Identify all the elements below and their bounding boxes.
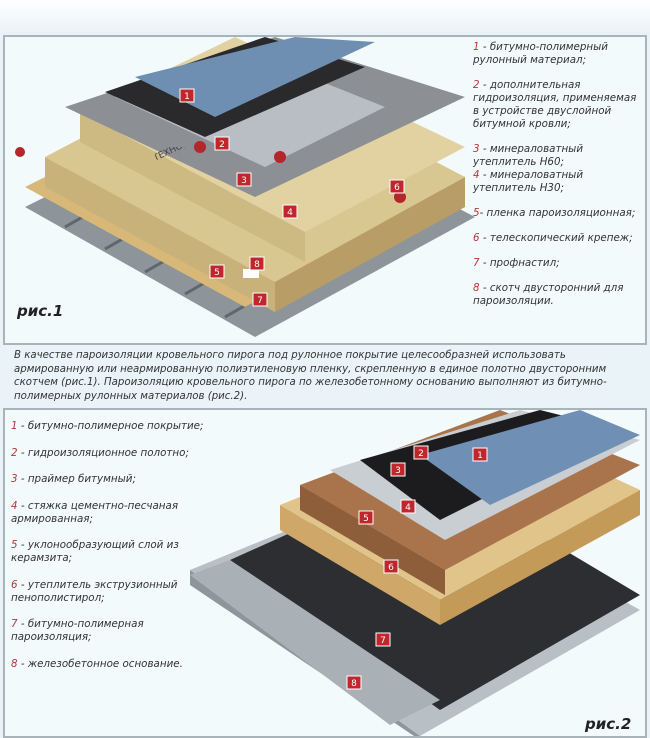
callout-badge-6: 6 (389, 179, 405, 194)
svg-text:5: 5 (214, 268, 220, 278)
page-header-strip (0, 0, 650, 34)
svg-text:2: 2 (418, 449, 424, 459)
svg-text:ТЕХНОНИКОЛЬ: ТЕХНОНИКОЛЬ (155, 147, 221, 164)
callout-badge-8: 8 (346, 675, 362, 690)
svg-text:5: 5 (363, 514, 369, 524)
legend-item: 1 - битумно-полимерный рулонный материал… (473, 41, 608, 66)
legend-item: 5- пленка пароизоляционная; (473, 207, 636, 219)
svg-text:6: 6 (388, 563, 394, 573)
legend-item: 3 - праймер битумный; (11, 473, 136, 485)
svg-text:1: 1 (477, 451, 483, 461)
callout-badge-7: 7 (375, 632, 391, 647)
legend-item: 4 - минераловатный утеплитель Н30; (473, 169, 584, 194)
callout-badge-2: 2 (214, 136, 230, 151)
svg-text:6: 6 (394, 183, 400, 193)
legend-item: 8 - железобетонное основание. (11, 657, 183, 670)
svg-text:2: 2 (219, 140, 225, 150)
legend-item: 8 - скотч двусторонний для пароизоляции. (473, 282, 624, 307)
svg-text:3: 3 (395, 466, 401, 476)
figure-1-caption: рис.1 (17, 302, 64, 320)
legend-item: 3 - минераловатный утеплитель Н60; (473, 143, 584, 168)
svg-text:8: 8 (254, 260, 260, 270)
legend-item: 6 - утеплитель экструзионный пенополисти… (11, 578, 178, 604)
svg-text:7: 7 (380, 636, 386, 646)
legend-item: 5 - уклонообразующий слой из керамзита; (11, 539, 179, 564)
callout-badge-4: 4 (282, 204, 298, 219)
svg-text:1: 1 (184, 92, 190, 102)
membrane-brand-label: ТЕХНОНИКОЛЬ (155, 147, 221, 164)
figure-1-legend: 1 - битумно-полимерный рулонный материал… (473, 41, 645, 320)
callout-badge-5: 5 (209, 264, 225, 279)
figure-1-roof-diagram: 1 2 3 4 5 6 7 8 (15, 37, 475, 337)
legend-item: 2 - гидроизоляционное полотно; (11, 446, 189, 459)
legend-item: 4 - стяжка цементно-песчаная армированна… (11, 499, 179, 525)
legend-item: 7 - битумно-полимерная пароизоляция; (11, 618, 144, 643)
figure-1-panel: 1 2 3 4 5 6 7 8 рис.1 1 - битумно-полиме… (3, 35, 647, 345)
callout-badge-5: 5 (358, 510, 374, 525)
callout-badge-4: 4 (400, 499, 416, 514)
svg-text:4: 4 (405, 503, 411, 513)
callout-badge-2: 2 (413, 445, 429, 460)
callout-badge-7: 7 (252, 292, 268, 307)
legend-item: 6 - телескопический крепеж; (473, 232, 633, 244)
svg-text:4: 4 (287, 208, 293, 218)
callout-badge-8: 8 (249, 256, 265, 271)
figure-2-caption: рис.2 (585, 715, 632, 733)
figure-2-roof-diagram: 1 2 3 4 5 6 7 8 (190, 410, 640, 736)
description-paragraph: В качестве пароизоляции кровельного пиро… (14, 350, 607, 402)
legend-item: 7 - профнастил; (473, 257, 560, 269)
legend-item: 1 - битумно-полимерное покрытие; (11, 420, 204, 432)
svg-text:7: 7 (257, 296, 263, 306)
svg-text:8: 8 (351, 679, 357, 689)
figure-2-panel: 1 - битумно-полимерное покрытие; 2 - гид… (3, 408, 647, 738)
figure-2-legend: 1 - битумно-полимерное покрытие; 2 - гид… (11, 420, 221, 684)
callout-badge-6: 6 (383, 559, 399, 574)
legend-item: 2 - дополнительная гидроизоляция, примен… (473, 79, 637, 130)
callout-badge-1: 1 (472, 447, 488, 462)
callout-badge-1: 1 (179, 88, 195, 103)
svg-text:3: 3 (241, 176, 247, 186)
callout-badge-3: 3 (390, 462, 406, 477)
callout-badge-3: 3 (236, 172, 252, 187)
